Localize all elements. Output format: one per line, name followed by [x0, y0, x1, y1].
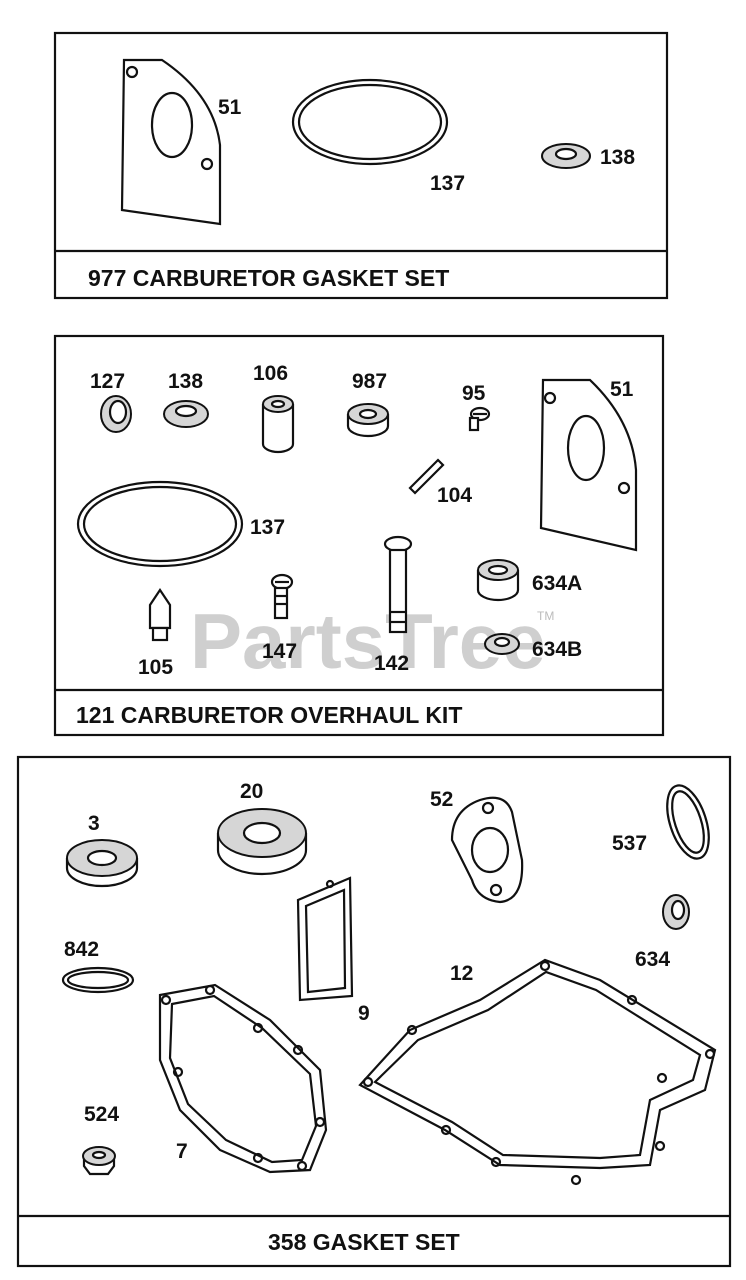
part-842-o-ring [61, 966, 135, 994]
label-105: 105 [138, 656, 173, 679]
label-842: 842 [64, 938, 99, 961]
kit-358-frame [16, 755, 732, 1268]
label-95: 95 [462, 382, 486, 405]
label-20: 20 [240, 780, 263, 803]
part-137-o-ring [291, 78, 449, 166]
kit-977-title: 977 CARBURETOR GASKET SET [88, 265, 449, 291]
label-524: 524 [84, 1103, 119, 1126]
watermark-trademark: TM [537, 609, 554, 623]
part-987-spacer [346, 403, 390, 438]
label-537: 537 [612, 832, 647, 855]
label-106: 106 [253, 362, 288, 385]
kit-121-title: 121 CARBURETOR OVERHAUL KIT [76, 702, 462, 728]
part-524-plug [82, 1146, 116, 1176]
label-51: 51 [610, 378, 634, 401]
part-138-washer [541, 143, 591, 169]
part-51-plate-gasket [120, 58, 222, 226]
part-634-seal [662, 894, 690, 930]
part-104-pin [408, 458, 445, 495]
label-137: 137 [250, 516, 285, 539]
part-137-o-ring [76, 480, 244, 568]
part-634a-bushing [476, 559, 520, 602]
label-634b: 634B [532, 638, 582, 661]
part-106-bushing [261, 395, 295, 454]
label-987: 987 [352, 370, 387, 393]
part-51-plate-gasket [539, 378, 638, 552]
kit-121-frame [53, 334, 665, 737]
label-142: 142 [374, 652, 409, 675]
part-52-gasket [450, 796, 524, 904]
label-3: 3 [88, 812, 100, 835]
label-634: 634 [635, 948, 670, 971]
kit-358-panel: 358 GASKET SET 3 20 52 537 [16, 755, 732, 1268]
part-537-o-ring [666, 784, 710, 860]
part-142-tube [383, 535, 413, 634]
label-52: 52 [430, 788, 453, 811]
label-9: 9 [358, 1002, 370, 1025]
part-20-oil-seal [216, 808, 308, 876]
part-127-plug [100, 395, 132, 433]
kit-977-panel: 977 CARBURETOR GASKET SET 51 137 138 [53, 31, 669, 300]
label-634a: 634A [532, 572, 582, 595]
part-12-crankcase-gasket [358, 958, 717, 1186]
part-7-cover-gasket [158, 983, 328, 1174]
part-634b-washer [484, 633, 520, 655]
label-12: 12 [450, 962, 473, 985]
label-51: 51 [218, 96, 242, 119]
kit-358-title: 358 GASKET SET [268, 1229, 460, 1255]
part-147-screw [270, 573, 294, 620]
part-3-oil-seal [65, 839, 139, 888]
label-104: 104 [437, 484, 472, 507]
part-95-screw [468, 406, 491, 432]
kit-121-panel: 121 CARBURETOR OVERHAUL KIT 127 138 106 … [53, 334, 665, 737]
label-7: 7 [176, 1140, 188, 1163]
kit-977-frame [53, 31, 669, 300]
label-137: 137 [430, 172, 465, 195]
label-127: 127 [90, 370, 125, 393]
part-138-washer [163, 400, 209, 428]
label-138: 138 [168, 370, 203, 393]
part-105-needle [148, 588, 172, 642]
label-147: 147 [262, 640, 297, 663]
part-9-gasket [296, 876, 354, 1002]
label-138: 138 [600, 146, 635, 169]
